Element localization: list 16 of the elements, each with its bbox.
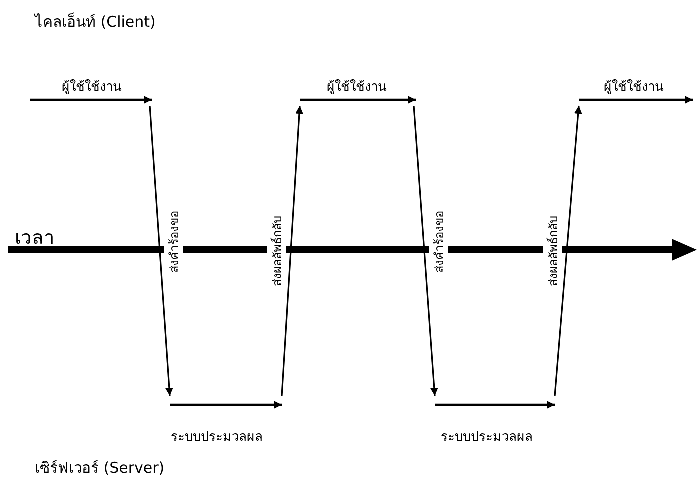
process-label: ระบบประมวลผล <box>170 429 264 447</box>
edge-label: ส่งผลลัพธ์กลับ <box>268 214 286 288</box>
arrow <box>554 106 582 396</box>
activity-label: ผู้ใช้ใช้งาน <box>61 78 123 97</box>
activity-label: ผู้ใช้ใช้งาน <box>326 78 388 97</box>
process-label: ระบบประมวลผล <box>440 429 534 447</box>
arrow <box>149 106 174 396</box>
edge-label: ส่งคำร้องขอ <box>164 210 184 274</box>
arrow <box>413 106 438 396</box>
axis-label: เวลา <box>15 226 55 251</box>
title-label: เซิร์ฟเวอร์ (Server) <box>35 458 165 479</box>
edge-label: ส่งคำร้องขอ <box>429 210 448 274</box>
arrow <box>281 106 304 396</box>
activity-label: ผู้ใช้ใช้งาน <box>603 78 665 97</box>
title-label: ไคลเอ็นท์ (Client) <box>35 12 156 33</box>
edge-label: ส่งผลลัพธ์กลับ <box>544 214 562 288</box>
